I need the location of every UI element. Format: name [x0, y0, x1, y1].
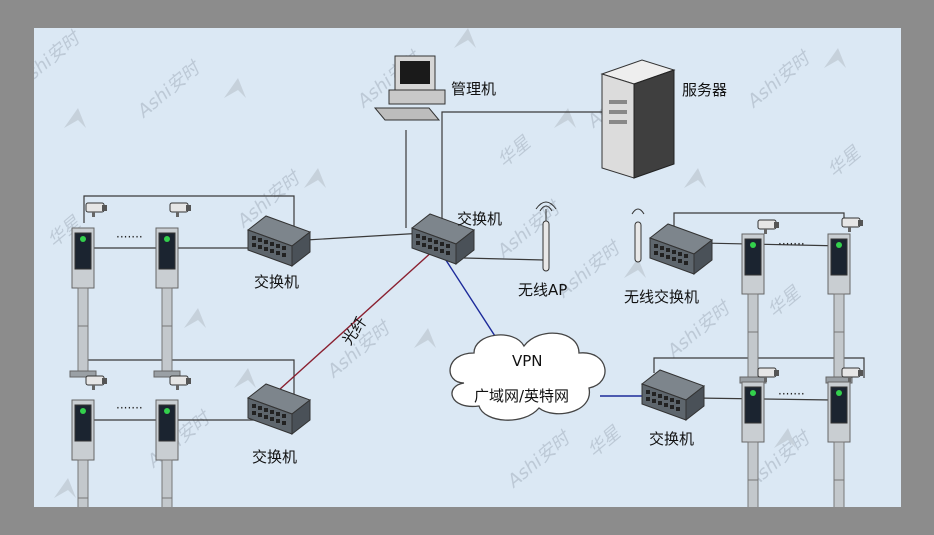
watermark-logo-icon: [684, 168, 706, 188]
watermark-logo-icon: [304, 168, 326, 188]
barrier-pole-icon: [825, 233, 853, 384]
cloud-subtitle: 广域网/英特网: [474, 387, 569, 405]
watermark-text: 华星: [584, 422, 626, 462]
watermark-logo-icon: [554, 108, 576, 128]
server-label: 服务器: [682, 81, 727, 99]
watermark-logo-icon: [624, 258, 646, 278]
camera-icon: [169, 375, 192, 391]
barrier-pole-icon: [153, 399, 181, 507]
watermark-text: Ashi安时: [663, 296, 736, 362]
watermark-logo-icon: [454, 28, 476, 48]
link-right-top-poles: [701, 242, 845, 247]
manager-computer-icon: [373, 55, 446, 121]
left-bottom-switch-icon: [247, 383, 311, 435]
barrier-pole-icon: [739, 381, 767, 507]
watermark-logo-icon: [234, 368, 256, 388]
watermark-logo-icon: [184, 308, 206, 328]
core-switch-label: 交换机: [457, 210, 502, 228]
wireless-switch-antenna-icon: [631, 208, 645, 263]
watermark-text: 华星: [824, 142, 866, 182]
pole-ellipsis: ·······: [116, 230, 143, 244]
camera-icon: [85, 375, 108, 391]
watermark-logo-icon: [414, 328, 436, 348]
watermark-text: Ashi安时: [133, 56, 206, 122]
diagram-canvas: Ashi安时 Ashi安时 Ashi安时 华星 Ashi安时 Ashi安时 华星…: [34, 28, 901, 507]
cloud-title: VPN: [512, 352, 543, 370]
right-bottom-switch-label: 交换机: [649, 430, 694, 448]
link-right-bottom-cameras: [653, 357, 865, 378]
barrier-pole-icon: [825, 381, 853, 507]
manager-pc-label: 管理机: [451, 80, 496, 98]
watermark-text: Ashi安时: [34, 28, 86, 92]
left-bottom-parking-lane: ·······: [69, 375, 192, 507]
link-server-to-core: [441, 111, 606, 234]
watermark-text: 华星: [494, 132, 536, 172]
camera-icon: [85, 202, 108, 218]
left-bottom-switch-label: 交换机: [252, 448, 297, 466]
watermark-logo-icon: [54, 478, 76, 498]
vpn-cloud: VPN 广域网/英特网: [449, 332, 606, 421]
right-bottom-parking-lane: ·······: [739, 367, 864, 507]
network-diagram: Ashi安时 Ashi安时 Ashi安时 华星 Ashi安时 Ashi安时 华星…: [34, 28, 866, 507]
vpn-link-core: [441, 253, 505, 351]
pole-ellipsis: ·······: [778, 387, 805, 401]
barrier-pole-icon: [153, 227, 181, 378]
barrier-pole-icon: [69, 399, 97, 507]
camera-icon: [169, 202, 192, 218]
server-icon: [600, 59, 676, 179]
watermark-text: Ashi安时: [503, 426, 576, 492]
left-top-switch-icon: [247, 215, 311, 267]
watermark-logo-icon: [824, 48, 846, 68]
watermark-logo-icon: [64, 108, 86, 128]
camera-icon: [757, 219, 780, 235]
watermark-logo-icons: [54, 28, 846, 498]
pole-ellipsis: ·······: [778, 237, 805, 251]
watermark-text: Ashi安时: [143, 406, 216, 472]
watermark-text: Ashi安时: [493, 196, 566, 262]
left-top-parking-lane: ·······: [69, 202, 192, 378]
left-top-switch-label: 交换机: [254, 273, 299, 291]
watermark-logo-icon: [224, 78, 246, 98]
wireless-ap-label: 无线AP: [518, 281, 567, 299]
barrier-pole-icon: [739, 233, 767, 384]
wireless-switch-label: 无线交换机: [624, 288, 699, 306]
fiber-link: [278, 249, 435, 391]
barrier-pole-icon: [69, 227, 97, 378]
pole-ellipsis: ·······: [116, 401, 143, 415]
watermark-text: 华星: [764, 282, 806, 322]
wireless-switch-icon: [649, 223, 713, 275]
camera-icon: [841, 217, 864, 233]
link-left-top-cameras: [83, 195, 295, 228]
wireless-ap-icon: [535, 201, 557, 272]
watermark-logo-icon: [774, 428, 796, 448]
link-left-top-to-core: [305, 232, 425, 241]
link-core-to-ap: [463, 257, 545, 261]
watermark-text: Ashi安时: [743, 46, 816, 112]
right-top-parking-lane: ·······: [739, 217, 864, 384]
right-bottom-switch-icon: [641, 369, 705, 421]
